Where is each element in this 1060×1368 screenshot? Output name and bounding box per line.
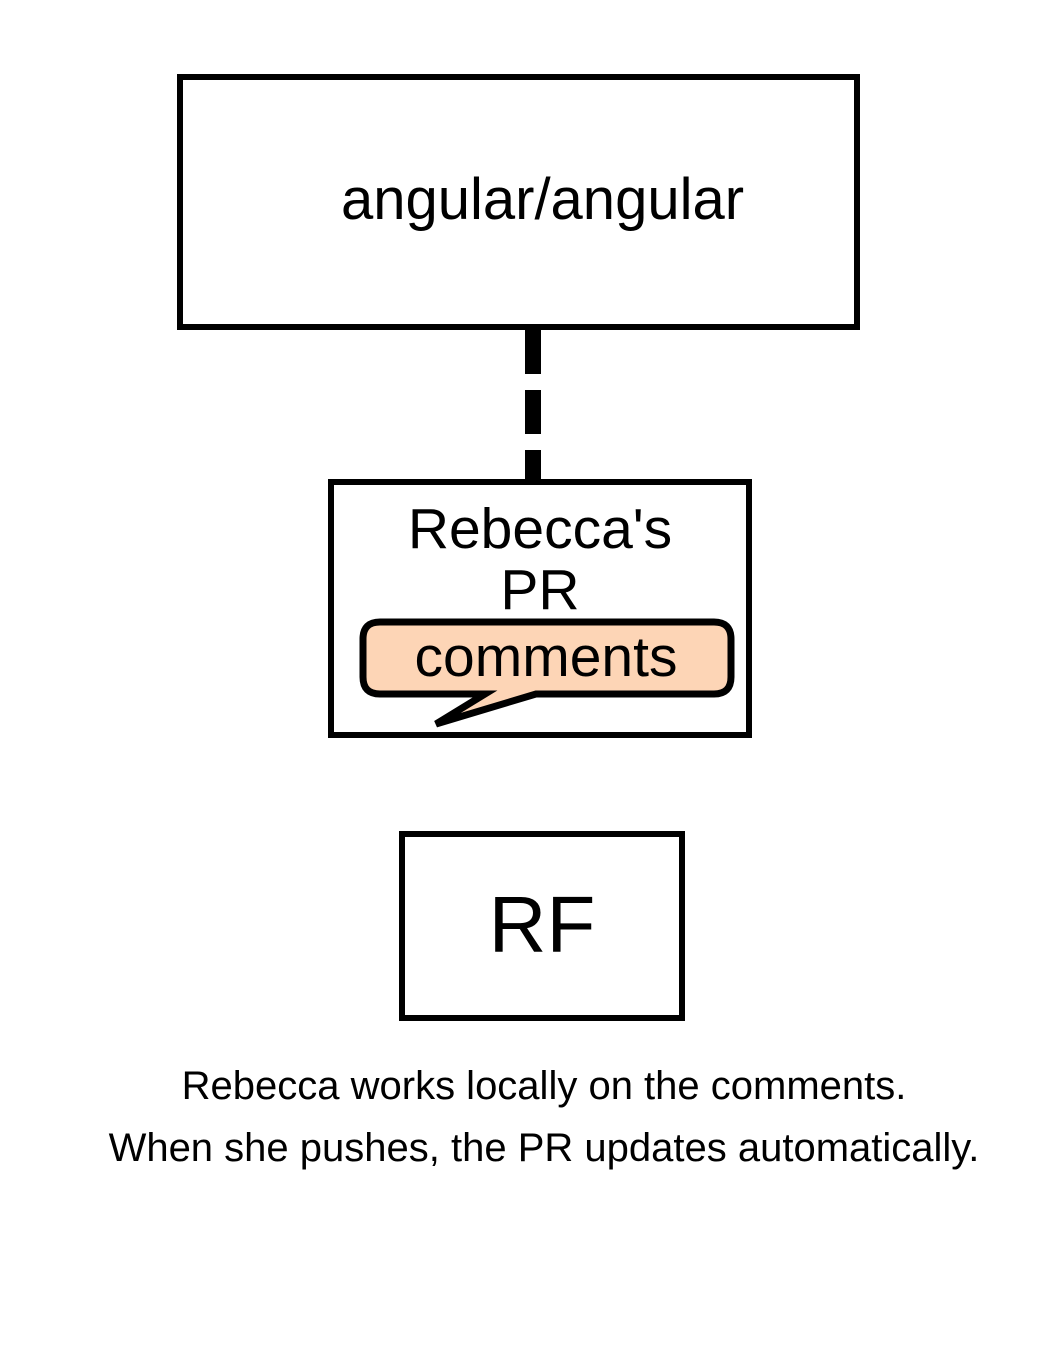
local-workspace-box: RF — [399, 831, 685, 1021]
pull-request-title: Rebecca's — [407, 497, 673, 561]
repository-box: angular/angular — [177, 74, 860, 330]
pull-request-subtitle: PR — [500, 558, 580, 622]
comments-label: comments — [414, 625, 678, 689]
repository-label: angular/angular — [340, 167, 745, 232]
caption-line-2: When she pushes, the PR updates automati… — [108, 1126, 980, 1170]
speech-bubble-shape — [359, 618, 735, 728]
caption-line-1: Rebecca works locally on the comments. — [181, 1064, 907, 1108]
local-workspace-label: RF — [488, 880, 596, 969]
comments-speech-bubble-icon — [359, 618, 735, 728]
